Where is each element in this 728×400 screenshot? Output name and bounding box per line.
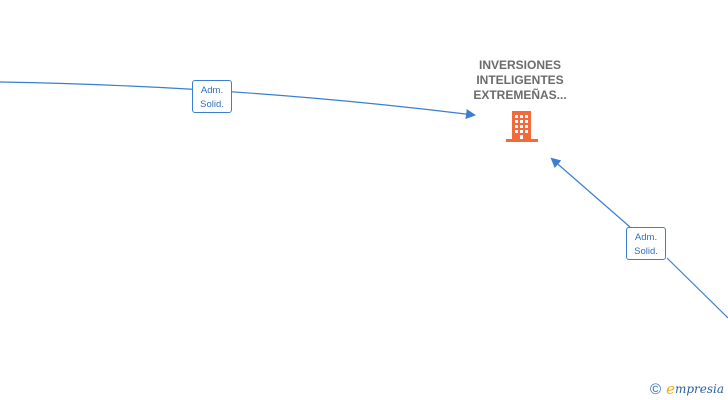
empresia-watermark: © e mpresia — [650, 379, 724, 399]
brand-initial: e — [666, 380, 675, 398]
edge-left — [0, 81, 476, 119]
edge-right — [552, 159, 728, 319]
brand-name: mpresia — [674, 382, 725, 396]
relation-role: Adm. — [634, 232, 658, 243]
relation-label-right[interactable]: Adm. Solid. — [626, 227, 666, 260]
building-icon[interactable] — [506, 111, 538, 142]
relation-type: Solid. — [200, 99, 224, 110]
relation-type: Solid. — [634, 246, 658, 257]
relation-label-left[interactable]: Adm. Solid. — [192, 80, 232, 113]
relation-role: Adm. — [200, 85, 224, 96]
copyright-icon: © — [650, 380, 662, 398]
company-name[interactable]: INVERSIONES INTELIGENTES EXTREMEÑAS... — [473, 58, 567, 102]
